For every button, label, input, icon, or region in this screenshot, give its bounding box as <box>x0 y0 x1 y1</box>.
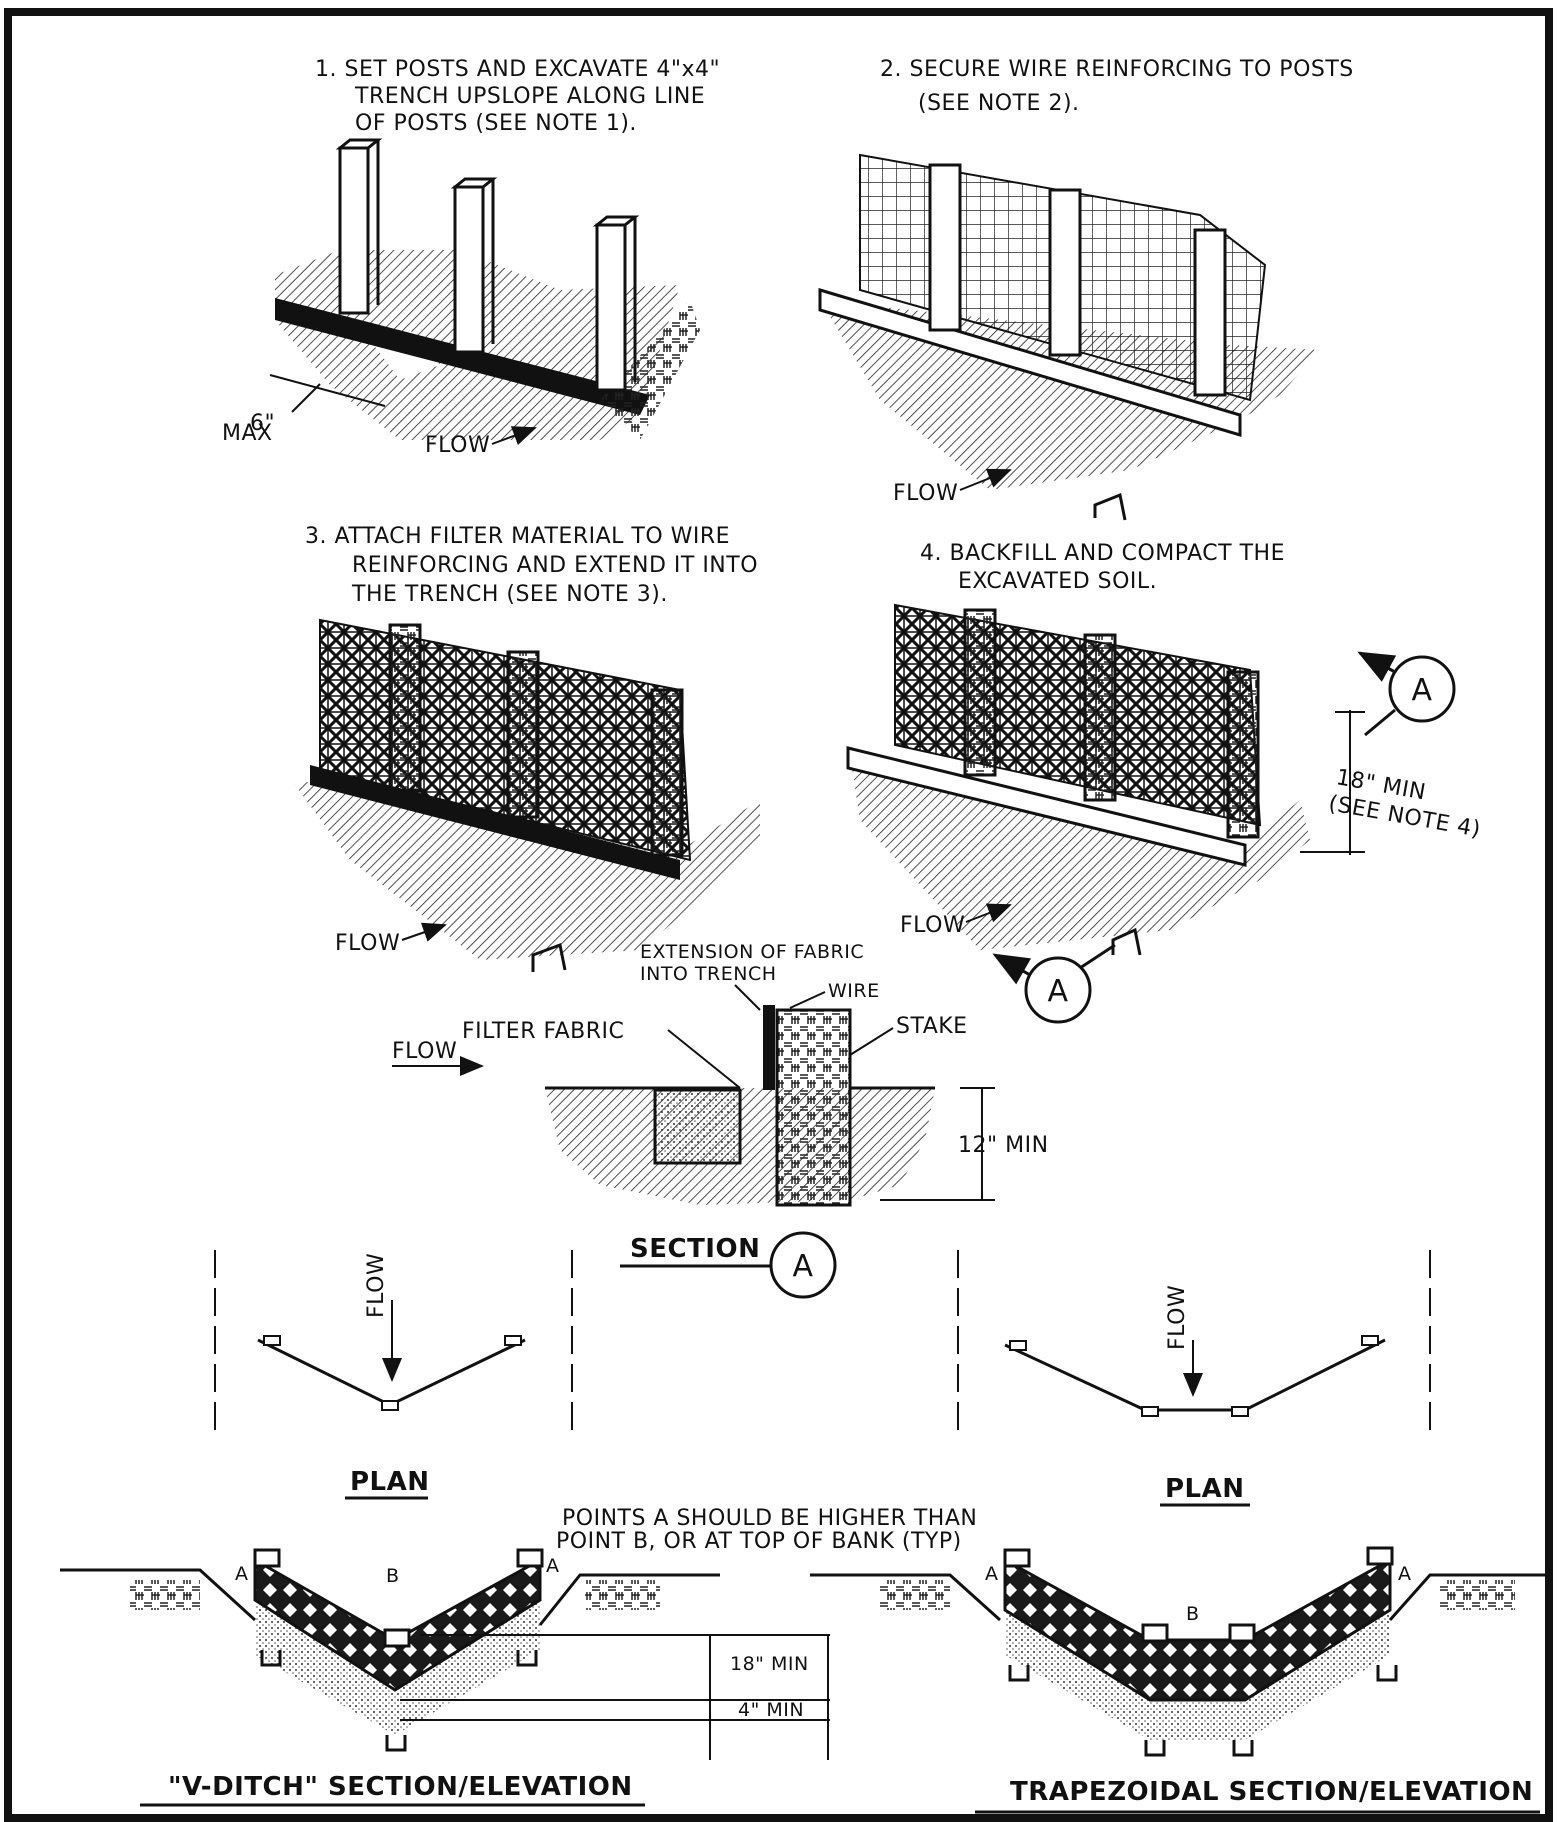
sheet-border <box>4 8 1553 1822</box>
svg-text:REINFORCING AND EXTEND IT INTO: REINFORCING AND EXTEND IT INTO <box>352 553 758 578</box>
trap-point-b: B <box>1186 1603 1200 1625</box>
v-ditch-title: "V-DITCH" SECTION/ELEVATION <box>168 1772 633 1802</box>
svg-text:2. SECURE WIRE REINFORCING TO: 2. SECURE WIRE REINFORCING TO POSTS <box>880 57 1354 82</box>
four-min-label: 4" MIN <box>738 1699 804 1721</box>
trap-point-a-right: A <box>1398 1563 1412 1585</box>
section-marker-top-text: A <box>1411 673 1432 708</box>
extension-label-2: INTO TRENCH <box>640 963 777 985</box>
plan-left-title: PLAN <box>350 1467 430 1497</box>
svg-text:4. BACKFILL AND COMPACT THE: 4. BACKFILL AND COMPACT THE <box>920 541 1285 566</box>
v-ditch-point-a-right: A <box>546 1555 560 1577</box>
flow-label-1: FLOW <box>425 433 490 458</box>
flow-label-plan-left: FLOW <box>364 1253 389 1318</box>
v-ditch-point-b: B <box>386 1565 400 1587</box>
plan-right <box>957 1250 1431 1430</box>
section-title-marker-text: A <box>792 1249 813 1284</box>
flow-label-2: FLOW <box>893 481 958 506</box>
flow-label-3: FLOW <box>335 931 400 956</box>
flow-label-4: FLOW <box>900 913 965 938</box>
flow-arrow-3 <box>401 922 447 942</box>
step-1-label: 1. SET POSTS AND EXCAVATE 4"x4" TRENCH U… <box>315 57 720 136</box>
section-marker-bottom-text: A <box>1047 974 1068 1009</box>
section-title: SECTION <box>630 1234 760 1264</box>
svg-text:THE TRENCH (SEE NOTE 3).: THE TRENCH (SEE NOTE 3). <box>351 582 668 607</box>
trap-point-a-left: A <box>985 1563 999 1585</box>
flow-label-plan-right: FLOW <box>1165 1285 1190 1350</box>
points-note-1: POINTS A SHOULD BE HIGHER THAN <box>562 1506 977 1531</box>
svg-text:3. ATTACH FILTER MATERIAL TO W: 3. ATTACH FILTER MATERIAL TO WIRE <box>305 524 730 549</box>
eighteen-min-b-label: 18" MIN <box>730 1653 809 1675</box>
flow-arrow-4 <box>965 903 1012 923</box>
flow-label-section: FLOW <box>392 1039 457 1064</box>
v-ditch-section <box>60 1548 720 1752</box>
plan-left <box>214 1250 573 1430</box>
filter-fabric-label: FILTER FABRIC <box>462 1019 624 1044</box>
svg-text:EXCAVATED SOIL.: EXCAVATED SOIL. <box>958 569 1157 594</box>
trapezoidal-title: TRAPEZOIDAL SECTION/ELEVATION <box>1010 1777 1533 1807</box>
extension-label-1: EXTENSION OF FABRIC <box>640 941 864 963</box>
stake-label: STAKE <box>896 1014 968 1039</box>
section-marker-bottom <box>1024 956 1092 1024</box>
svg-text:OF POSTS (SEE NOTE 1).: OF POSTS (SEE NOTE 1). <box>355 111 637 136</box>
wire-label: WIRE <box>828 980 880 1002</box>
step-3-label: 3. ATTACH FILTER MATERIAL TO WIRE REINFO… <box>305 524 758 607</box>
section-marker-top <box>1388 655 1456 723</box>
svg-text:(SEE NOTE 2).: (SEE NOTE 2). <box>918 91 1080 116</box>
flow-arrow-1 <box>491 426 537 446</box>
points-note-2: POINT B, OR AT TOP OF BANK (TYP) <box>556 1529 962 1554</box>
v-ditch-point-a-left: A <box>235 1563 249 1585</box>
step-2-label: 2. SECURE WIRE REINFORCING TO POSTS (SEE… <box>880 57 1354 116</box>
step-1-drawing <box>275 138 700 440</box>
trapezoidal-section <box>810 1546 1550 1757</box>
svg-text:1. SET POSTS AND EXCAVATE 4"x4: 1. SET POSTS AND EXCAVATE 4"x4" <box>315 57 720 82</box>
max-label: MAX <box>222 421 273 446</box>
plan-right-title: PLAN <box>1165 1474 1245 1504</box>
flow-arrow-2 <box>959 468 1012 491</box>
step-3-drawing <box>295 618 760 972</box>
twelve-min-label: 12" MIN <box>958 1133 1049 1158</box>
section-a-detail <box>545 1005 935 1207</box>
six-inch-label: 6" <box>250 411 275 436</box>
step-2-drawing <box>818 153 1320 521</box>
svg-text:TRENCH UPSLOPE ALONG LINE: TRENCH UPSLOPE ALONG LINE <box>354 84 705 109</box>
step-4-drawing <box>846 603 1310 956</box>
step-4-label: 4. BACKFILL AND COMPACT THE EXCAVATED SO… <box>920 541 1285 594</box>
section-title-marker <box>769 1231 837 1299</box>
